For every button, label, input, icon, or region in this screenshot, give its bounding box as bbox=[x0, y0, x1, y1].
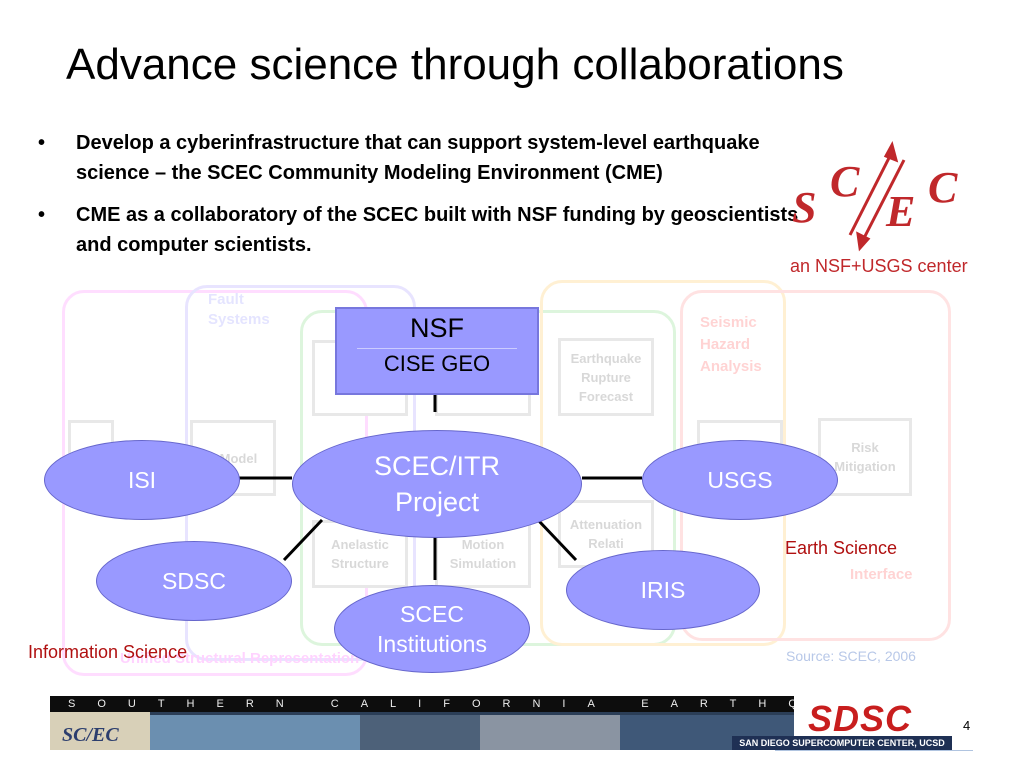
bullet-text: CME as a collaboratory of the SCEC built… bbox=[76, 204, 799, 256]
bullet-item: • Develop a cyberinfrastructure that can … bbox=[30, 128, 800, 188]
svg-text:SC/EC: SC/EC bbox=[62, 724, 119, 746]
line-sdsc-center bbox=[282, 518, 324, 562]
nsf-subtitle: CISE GEO bbox=[383, 351, 491, 376]
institutions-line1: SCEC bbox=[400, 601, 464, 627]
slide-title: Advance science through collaborations bbox=[66, 40, 844, 89]
usgs-label: USGS bbox=[707, 466, 773, 493]
nsf-box: NSF CISE GEO bbox=[335, 307, 539, 395]
scec-institutions-ellipse: SCEC Institutions bbox=[334, 585, 530, 673]
bullet-list: • Develop a cyberinfrastructure that can … bbox=[30, 128, 800, 272]
source-note: Source: SCEC, 2006 bbox=[786, 648, 916, 664]
logo-letter-c2: C bbox=[928, 163, 958, 212]
logo-letter-s: S bbox=[792, 183, 816, 232]
usgs-ellipse: USGS bbox=[642, 440, 838, 520]
logo-arrows-icon bbox=[848, 140, 906, 252]
isi-ellipse: ISI bbox=[44, 440, 240, 520]
bg-fault-systems-label: Fault Systems bbox=[208, 291, 270, 328]
scec-itr-ellipse: SCEC/ITR Project bbox=[292, 430, 582, 538]
center-line1: SCEC/ITR bbox=[373, 451, 500, 481]
isi-label: ISI bbox=[127, 466, 157, 493]
bg-seismic-hazard-label: Seismic Hazard Analysis bbox=[700, 314, 762, 375]
nsf-title: NSF bbox=[410, 313, 464, 343]
bg-interface-label: Interface bbox=[850, 566, 913, 583]
sdsc-subtitle: SAN DIEGO SUPERCOMPUTER CENTER, UCSD bbox=[732, 736, 952, 750]
footer-title-strip: SOUTHERN CALIFORNIA EARTHQUAKE CENTER bbox=[50, 696, 794, 712]
scec-logo: S C E C an NSF+USGS center bbox=[790, 140, 968, 276]
footer-rule bbox=[775, 750, 973, 751]
sdsc-label: SDSC bbox=[162, 567, 226, 594]
sdsc-ellipse: SDSC bbox=[96, 541, 292, 621]
iris-label: IRIS bbox=[640, 576, 686, 603]
line-iris-center bbox=[536, 518, 578, 562]
logo-letter-e: E bbox=[885, 187, 915, 236]
bg-box-rupture: Earthquake Rupture Forecast bbox=[558, 338, 654, 416]
institutions-line2: Institutions bbox=[377, 631, 487, 657]
bullet-item: • CME as a collaboratory of the SCEC buil… bbox=[30, 200, 800, 260]
bullet-marker: • bbox=[38, 132, 46, 154]
logo-letter-c: C bbox=[830, 157, 860, 206]
bullet-text: Develop a cyberinfrastructure that can s… bbox=[76, 132, 760, 184]
nsf-divider bbox=[357, 348, 517, 349]
bullet-marker: • bbox=[38, 204, 46, 226]
logo-tagline: an NSF+USGS center bbox=[790, 256, 968, 276]
sdsc-logo: SDSC bbox=[808, 698, 913, 739]
page-number: 4 bbox=[963, 718, 971, 733]
iris-ellipse: IRIS bbox=[566, 550, 760, 630]
footer-scec-logo: SC/EC bbox=[62, 724, 119, 746]
bg-unified-structural-label: Unified Structural Representation bbox=[120, 650, 360, 667]
information-science-label: Information Science bbox=[28, 642, 188, 662]
center-line2: Project bbox=[394, 487, 480, 517]
earth-science-label: Earth Science bbox=[785, 538, 898, 558]
